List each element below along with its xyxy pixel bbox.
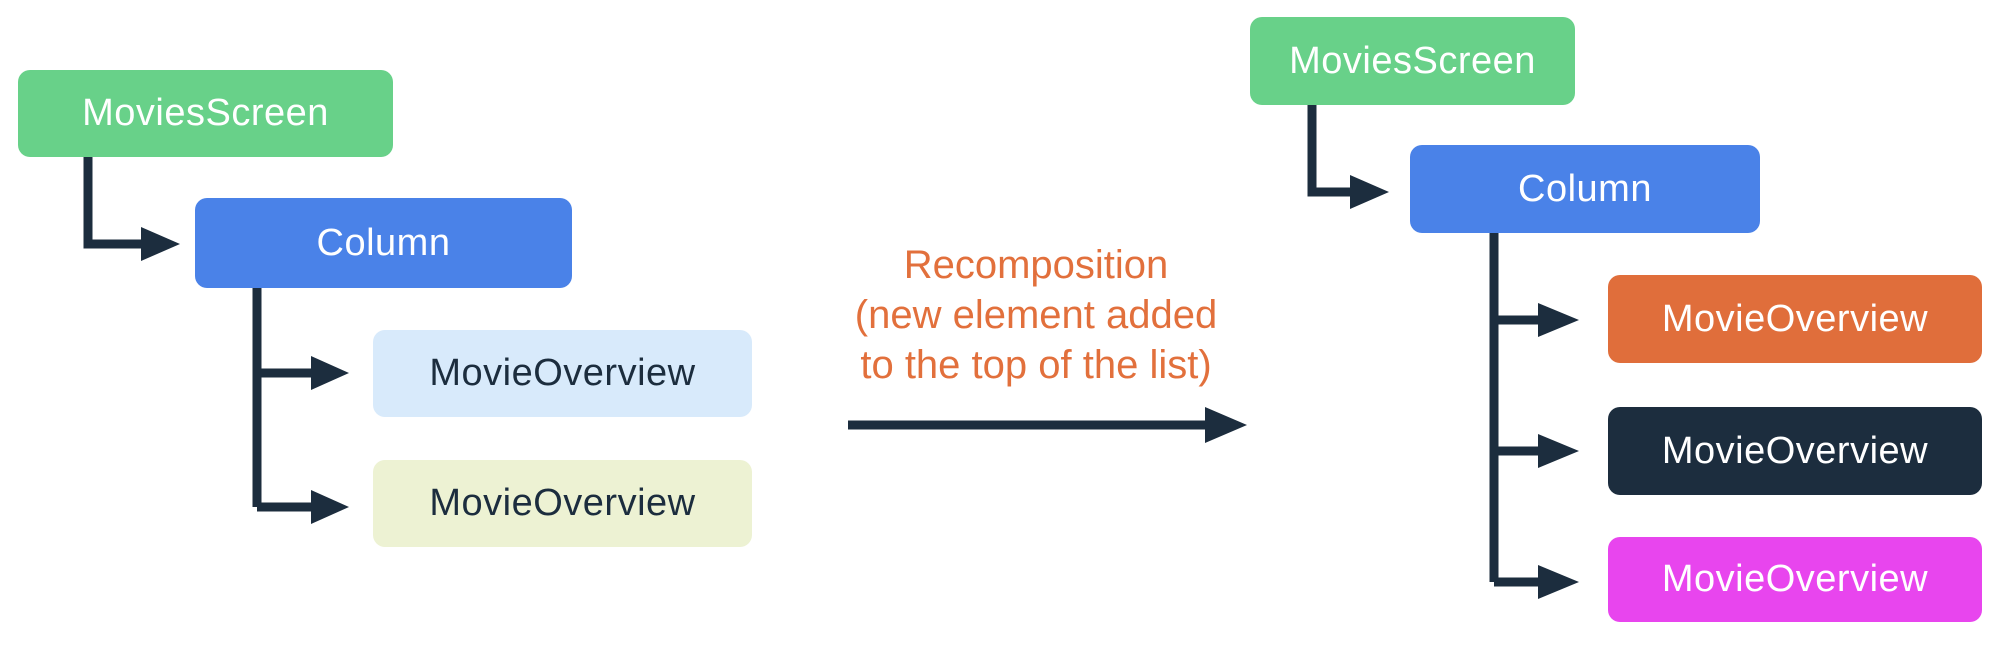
annotation-line: Recomposition bbox=[903, 243, 1169, 287]
node-label: MovieOverview bbox=[429, 352, 696, 394]
node-left-moviesscreen: MoviesScreen bbox=[18, 70, 393, 157]
arrowhead-left-column bbox=[141, 227, 180, 261]
node-right-column: Column bbox=[1410, 145, 1760, 233]
node-label: MovieOverview bbox=[1661, 429, 1929, 472]
node-right-movieoverview-3: MovieOverview bbox=[1608, 537, 1982, 622]
arrowhead-right-movieoverview-3 bbox=[1538, 565, 1579, 599]
node-left-movieoverview-2: MovieOverview bbox=[373, 460, 752, 547]
node-label: MovieOverview bbox=[1661, 558, 1929, 600]
node-label: Column bbox=[316, 221, 451, 264]
node-right-moviesscreen: MoviesScreen bbox=[1250, 17, 1575, 105]
recomposition-arrow-head bbox=[1205, 407, 1247, 443]
node-label: MoviesScreen bbox=[82, 92, 329, 134]
node-label: Column bbox=[1518, 167, 1652, 210]
arrowhead-left-movieoverview-1 bbox=[311, 356, 349, 390]
node-label: MovieOverview bbox=[1661, 297, 1929, 340]
connector-left-moviesscreen-column bbox=[83, 157, 141, 249]
node-right-movieoverview-2: MovieOverview bbox=[1608, 407, 1982, 495]
annotation-line: to the top of the list) bbox=[860, 343, 1212, 387]
recomposition-annotation: Recomposition (new element added to the … bbox=[810, 240, 1262, 390]
annotation-line: (new element added bbox=[854, 293, 1218, 337]
node-left-column: Column bbox=[195, 198, 572, 288]
arrowhead-right-movieoverview-1 bbox=[1538, 303, 1579, 337]
connector-right-moviesscreen-column bbox=[1307, 105, 1352, 197]
node-label: MoviesScreen bbox=[1289, 39, 1536, 82]
node-left-movieoverview-1: MovieOverview bbox=[373, 330, 752, 417]
arrowhead-right-movieoverview-2 bbox=[1538, 434, 1579, 468]
arrowhead-right-column bbox=[1350, 175, 1389, 209]
node-label: MovieOverview bbox=[429, 482, 696, 524]
node-right-movieoverview-1: MovieOverview bbox=[1608, 275, 1982, 363]
arrowhead-left-movieoverview-2 bbox=[311, 490, 349, 524]
